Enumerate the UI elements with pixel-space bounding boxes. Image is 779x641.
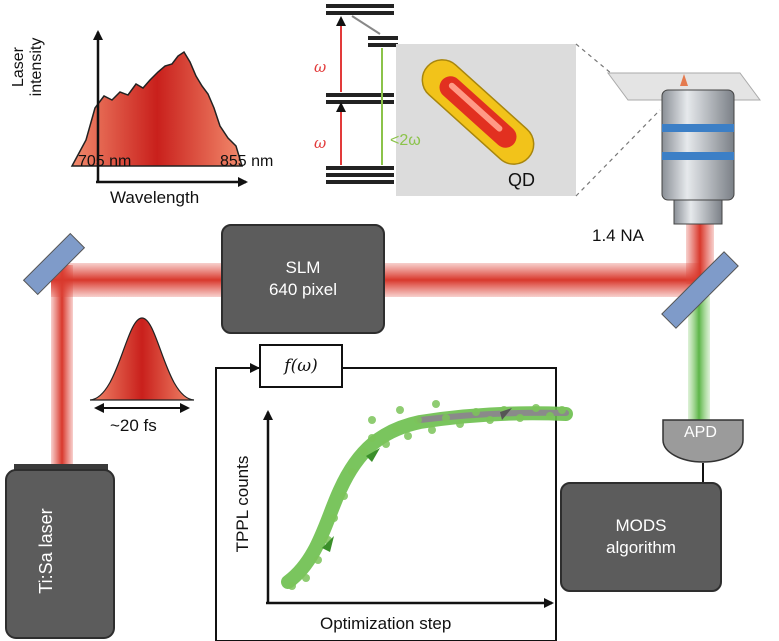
- left-mirror: [22, 232, 86, 296]
- spectrum-ylabel-line2: intensity: [28, 37, 45, 97]
- slm-label-line2: 640 pixel: [268, 280, 338, 299]
- optimization-ylabel: TPPL counts: [233, 455, 252, 553]
- spectrum-start-label: 705 nm: [78, 153, 132, 170]
- tisa-laser-housing: [5, 464, 115, 639]
- pulse-shape: [89, 317, 195, 413]
- spectrum-ylabel-line1: Laser: [10, 46, 27, 88]
- spectrum-end-label: 855 nm: [220, 153, 274, 170]
- slm-box: SLM 640 pixel: [221, 224, 385, 334]
- emission-beam: [688, 296, 710, 420]
- qd-render-panel: [396, 43, 661, 197]
- mods-box: MODS algorithm: [560, 482, 722, 592]
- spectrum-ylabel: Laser intensity: [10, 22, 46, 112]
- spectrum-xlabel: Wavelength: [110, 188, 200, 207]
- optimization-plot: [263, 400, 573, 608]
- energy-level-diagram: [326, 4, 398, 184]
- objective-lens: [607, 72, 761, 225]
- laser-label: Ti:Sa laser: [36, 508, 56, 594]
- qd-label: QD: [508, 170, 535, 190]
- slm-label-line1: SLM: [285, 258, 321, 277]
- spectrum-curve: [70, 50, 244, 167]
- omega-lower-label: ω: [314, 134, 327, 152]
- apd-detector: [662, 419, 744, 463]
- objective-na-label: 1.4 NA: [592, 226, 644, 245]
- apd-label: APD: [684, 424, 717, 441]
- optimization-points: [288, 400, 566, 590]
- omega-upper-label: ω: [314, 58, 327, 76]
- mods-label-line1: MODS: [615, 516, 667, 535]
- feedback-function-label: f(ω): [284, 356, 318, 376]
- spectrum-plot: [70, 30, 248, 187]
- feedback-function-box: f(ω): [259, 344, 343, 388]
- optimization-xlabel: Optimization step: [320, 614, 452, 633]
- pulse-duration-label: ~20 fs: [110, 416, 157, 435]
- emission-label: <2ω: [390, 132, 421, 149]
- dichroic-mirror: [661, 251, 739, 329]
- mods-label-line2: algorithm: [606, 538, 676, 557]
